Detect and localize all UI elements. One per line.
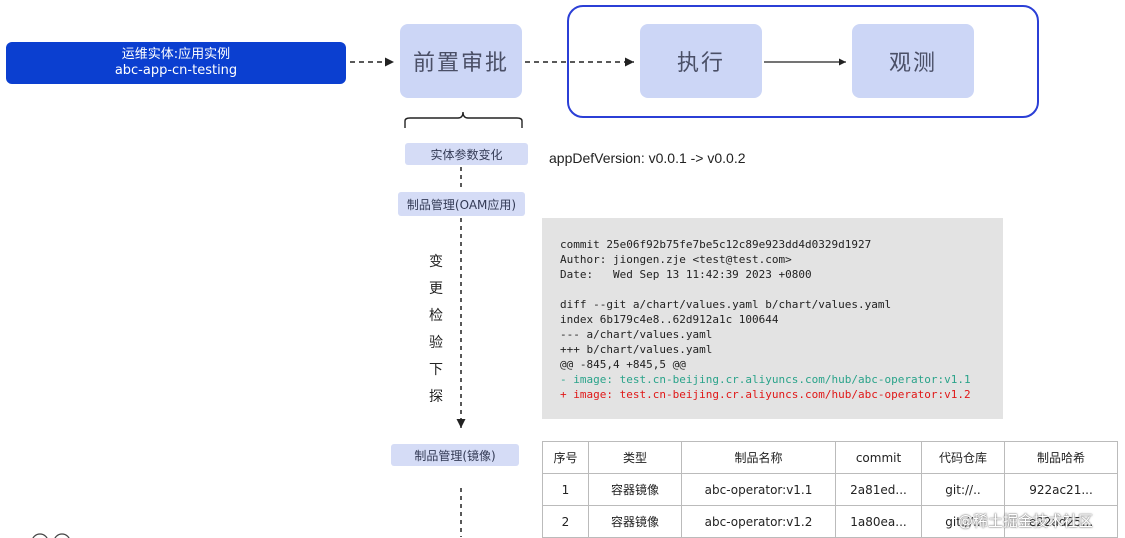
table-cell: 容器镜像: [588, 473, 682, 506]
observe-stage: 观测: [852, 24, 974, 98]
table-header: 序号: [542, 441, 589, 474]
artifact-image-pill: 制品管理(镜像): [391, 444, 519, 466]
table-cell: abc-operator:v1.1: [681, 473, 836, 506]
vertical-label-char: 变: [429, 254, 443, 270]
diff-line: Date: Wed Sep 13 11:42:39 2023 +0800: [560, 268, 812, 281]
entity-param-change-pill: 实体参数变化: [405, 143, 528, 165]
table-cell: 1a80ea...: [835, 505, 922, 538]
entity-line2: abc-app-cn-testing: [114, 63, 238, 78]
diff-line: [560, 282, 1003, 297]
table-cell: abc-operator:v1.2: [681, 505, 836, 538]
table-header: 代码仓库: [921, 441, 1005, 474]
table-cell: 1: [542, 473, 589, 506]
table-header: 类型: [588, 441, 682, 474]
table-header: 制品名称: [681, 441, 836, 474]
vertical-label-char: 验: [429, 335, 443, 351]
table-cell: 2a81ed...: [835, 473, 922, 506]
vertical-label-char: 探: [429, 389, 443, 405]
table-cell: 容器镜像: [588, 505, 682, 538]
entity-box: 运维实体:应用实例 abc-app-cn-testing: [6, 42, 346, 84]
table-header: commit: [835, 441, 922, 474]
vertical-label-char: 检: [429, 308, 443, 324]
diff-line: +++ b/chart/values.yaml: [560, 343, 713, 356]
table-cell: e22ad25...: [1004, 505, 1118, 538]
table-cell: 2: [542, 505, 589, 538]
table-header: 制品哈希: [1004, 441, 1118, 474]
diff-line: --- a/chart/values.yaml: [560, 328, 713, 341]
diff-line: index 6b179c4e8..62d912a1c 100644: [560, 313, 779, 326]
watermark: @稀土掘金技术社区: [958, 512, 1094, 530]
table-cell: git://..: [921, 505, 1005, 538]
diff-removed-line: - image: test.cn-beijing.cr.aliyuncs.com…: [560, 373, 971, 386]
diff-line: commit 25e06f92b75fe7be5c12c89e923dd4d03…: [560, 238, 872, 251]
table-row: 2 容器镜像 abc-operator:v1.2 1a80ea... git:/…: [542, 505, 1118, 538]
entity-line1: 运维实体:应用实例: [121, 47, 231, 62]
partial-circles-decoration: [32, 533, 70, 538]
vertical-label-char: 下: [429, 362, 443, 378]
table-row: 1 容器镜像 abc-operator:v1.1 2a81ed... git:/…: [542, 473, 1118, 506]
artifact-oam-pill: 制品管理(OAM应用): [398, 192, 525, 216]
diff-line: diff --git a/chart/values.yaml b/chart/v…: [560, 298, 892, 311]
version-change-text: appDefVersion: v0.0.1 -> v0.0.2: [549, 150, 746, 166]
diff-line: Author: jiongen.zje <test@test.com>: [560, 253, 792, 266]
commit-diff-block: commit 25e06f92b75fe7be5c12c89e923dd4d03…: [542, 218, 1003, 419]
table-cell: git://..: [921, 473, 1005, 506]
diff-line: @@ -845,4 +845,5 @@: [560, 358, 686, 371]
execute-stage: 执行: [640, 24, 762, 98]
vertical-label-char: 更: [429, 281, 443, 297]
table-header-row: 序号 类型 制品名称 commit 代码仓库 制品哈希: [542, 441, 1118, 474]
execution-group-border: [567, 5, 1039, 118]
artifact-table: 序号 类型 制品名称 commit 代码仓库 制品哈希 1 容器镜像 abc-o…: [542, 441, 1118, 538]
table-cell: 922ac21...: [1004, 473, 1118, 506]
diff-added-line: + image: test.cn-beijing.cr.aliyuncs.com…: [560, 388, 971, 401]
pre-approval-stage: 前置审批: [400, 24, 522, 98]
approval-brace: [404, 111, 523, 128]
